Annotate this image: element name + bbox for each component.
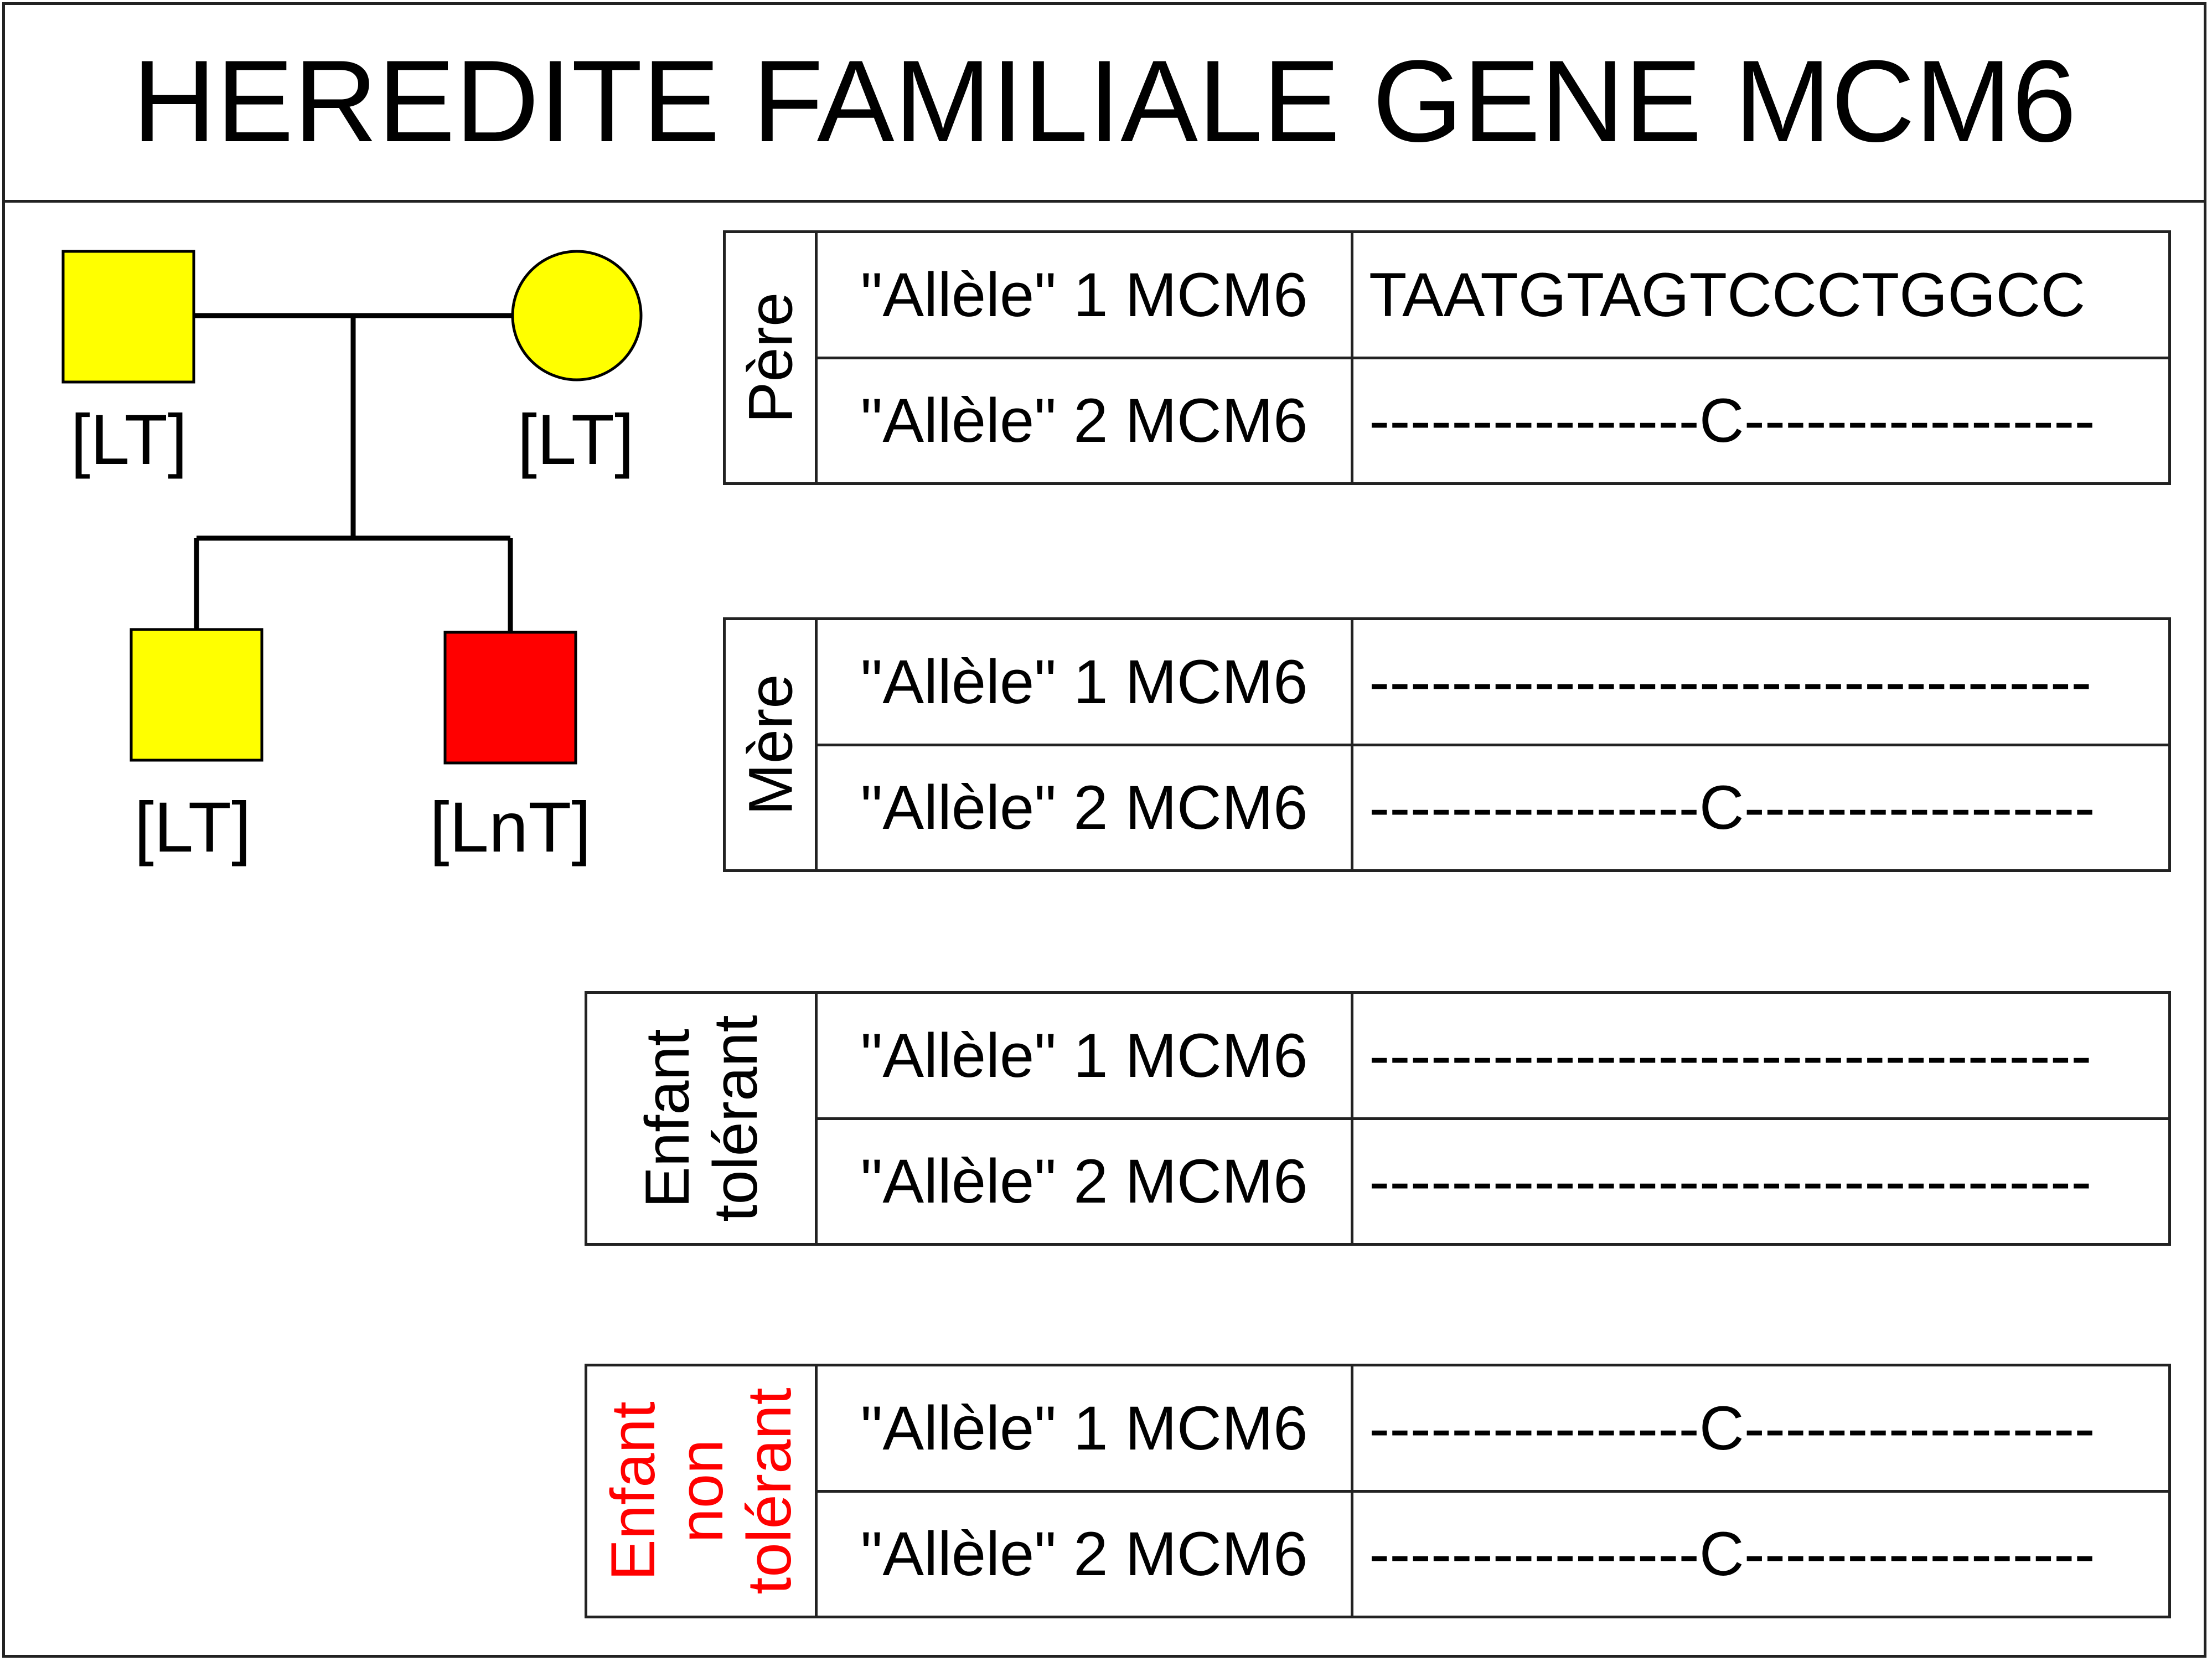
pedigree-lines [194,313,513,632]
table-row: "Allèle" 2 MCM6 ----------------C-------… [818,743,2168,869]
table-mere-side: Mère [726,620,818,869]
sequence-cell: ----------------------------------- [1369,1020,2092,1090]
side-label-line: Enfant [632,1029,702,1208]
allele-name-cell: "Allèle" 2 MCM6 [818,1120,1353,1243]
table-enfant-non-tolerant-side: Enfant non tolérant [587,1366,818,1616]
child2-square [443,631,577,765]
allele-name-cell: "Allèle" 1 MCM6 [818,233,1353,357]
table-row: "Allèle" 2 MCM6 ----------------C-------… [818,356,2168,482]
table-pere: Père "Allèle" 1 MCM6 TAATGTAGTCCCTGGCC "… [723,230,2171,485]
mother-circle [511,250,643,381]
allele-name-cell: "Allèle" 2 MCM6 [818,746,1353,869]
side-label-pere: Père [735,292,805,424]
sequence-cell: ----------------C----------------- [1369,1393,2095,1463]
table-mere: Mère "Allèle" 1 MCM6 -------------------… [723,617,2171,872]
sequence-cell: ----------------------------------- [1369,647,2092,716]
child1-label: [LT] [135,788,251,867]
allele-name-cell: "Allèle" 2 MCM6 [818,359,1353,482]
sequence-cell: ----------------C----------------- [1369,773,2095,843]
table-row: "Allèle" 1 MCM6 TAATGTAGTCCCTGGCC [818,233,2168,357]
allele-name-cell: "Allèle" 1 MCM6 [818,994,1353,1117]
page-title: HEREDITE FAMILIALE GENE MCM6 [132,35,2077,166]
allele-name-cell: "Allèle" 1 MCM6 [818,620,1353,744]
side-label-mere: Mère [735,674,805,816]
table-row: "Allèle" 1 MCM6 ------------------------… [818,994,2168,1117]
side-label-enfant-tolerant: Enfant tolérant [632,1015,770,1222]
side-label-line: tolérant [735,1387,804,1595]
father-label: [LT] [71,400,188,479]
title-bar: HEREDITE FAMILIALE GENE MCM6 [2,2,2206,203]
sequence-cell: ----------------C----------------- [1369,386,2095,456]
allele-name-cell: "Allèle" 2 MCM6 [818,1492,1353,1616]
side-label-enfant-non-tolerant: Enfant non tolérant [598,1387,804,1595]
table-row: "Allèle" 1 MCM6 ------------------------… [818,620,2168,744]
table-enfant-tolerant: Enfant tolérant "Allèle" 1 MCM6 --------… [585,991,2171,1246]
pedigree-diagram: [LT] [LT] [LT] [LnT] [61,250,643,867]
table-pere-side: Père [726,233,818,482]
side-label-line: Mère [735,674,805,816]
table-row: "Allèle" 1 MCM6 ----------------C-------… [818,1366,2168,1490]
table-enfant-tolerant-side: Enfant tolérant [587,994,818,1243]
side-label-line: Enfant [598,1401,668,1581]
table-row: "Allèle" 2 MCM6 ------------------------… [818,1117,2168,1243]
side-label-line: non [666,1439,736,1543]
allele-name-cell: "Allèle" 1 MCM6 [818,1366,1353,1490]
table-enfant-non-tolerant: Enfant non tolérant "Allèle" 1 MCM6 ----… [585,1364,2171,1618]
side-label-line: Père [735,292,805,424]
side-label-line: tolérant [700,1015,770,1222]
sequence-cell: TAATGTAGTCCCTGGCC [1369,260,2086,329]
child1-square [130,628,263,762]
child2-label: [LnT] [430,788,591,867]
sequence-cell: ----------------------------------- [1369,1147,2092,1216]
father-square [61,250,195,384]
mother-label: [LT] [518,400,634,479]
sequence-cell: ----------------C----------------- [1369,1519,2095,1589]
table-row: "Allèle" 2 MCM6 ----------------C-------… [818,1489,2168,1616]
